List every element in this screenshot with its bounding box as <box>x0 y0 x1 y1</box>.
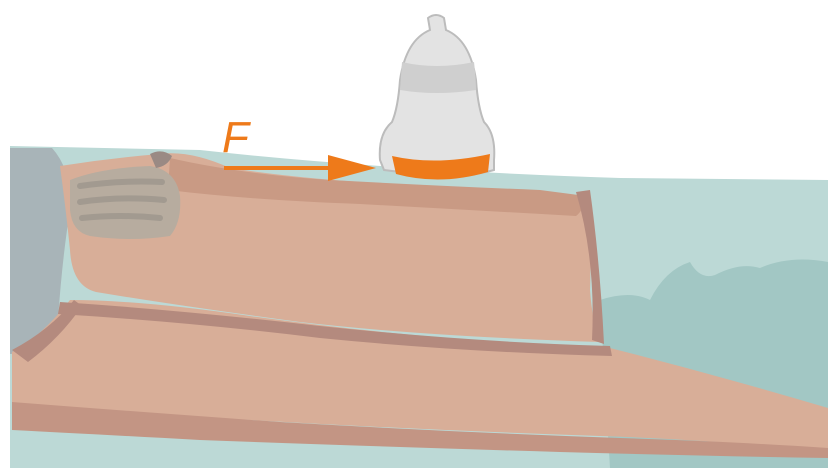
ultrasound-probe-icon <box>378 14 496 180</box>
force-label: F <box>222 113 251 162</box>
gray-body-shape <box>10 148 71 354</box>
force-arrow-icon <box>224 155 376 181</box>
skin-lower-dark-band <box>12 402 828 458</box>
skin-upper-edge <box>576 190 604 344</box>
skin-lower-crease <box>58 302 612 356</box>
skin-left-dark-edge <box>12 300 82 362</box>
probe-face <box>392 154 490 180</box>
hand-icon <box>70 151 181 239</box>
probe-shade <box>400 62 476 93</box>
skin-lower-layer <box>12 300 828 452</box>
skin-upper-shade <box>168 158 586 216</box>
